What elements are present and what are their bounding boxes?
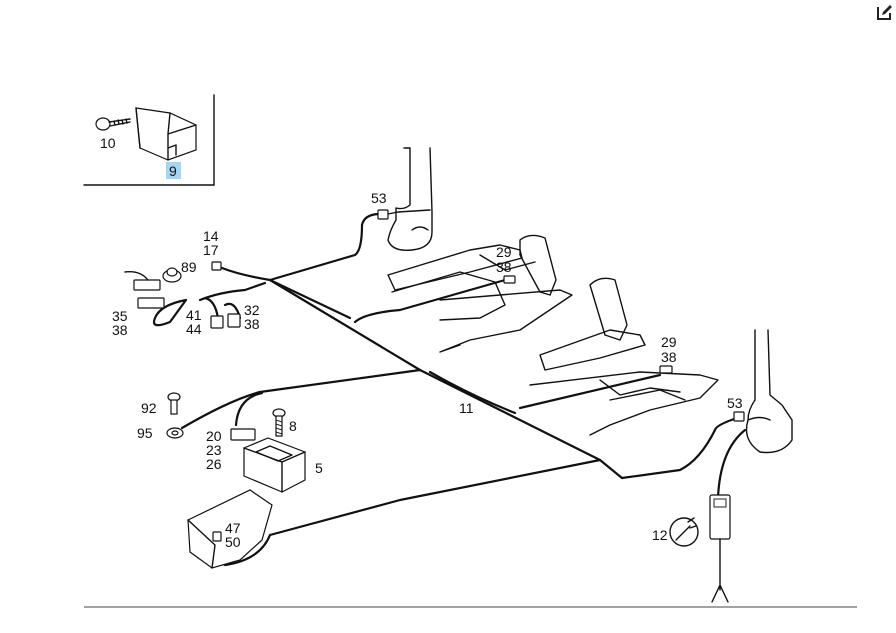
edit-icon[interactable] <box>876 3 894 21</box>
callout-5[interactable]: 5 <box>315 460 323 476</box>
callout-23[interactable]: 23 <box>206 442 222 458</box>
washer-part-95[interactable] <box>166 427 184 439</box>
callout-29-lower[interactable]: 29 <box>661 334 677 350</box>
seat-belt-assembly-upper <box>387 147 573 353</box>
control-unit-part-9[interactable] <box>135 107 197 161</box>
callout-29-upper[interactable]: 29 <box>496 244 512 260</box>
callout-95[interactable]: 95 <box>137 425 153 441</box>
callout-47[interactable]: 47 <box>225 520 241 536</box>
callout-44[interactable]: 44 <box>186 321 202 337</box>
cover-part-47-50[interactable] <box>187 489 273 569</box>
seat-belt-assembly-lower <box>529 277 719 436</box>
callout-41[interactable]: 41 <box>186 307 202 323</box>
nut-part-89[interactable] <box>162 267 182 283</box>
callout-38-lower[interactable]: 38 <box>661 349 677 365</box>
control-module-part-5[interactable] <box>243 437 306 493</box>
sensor-part-14-17[interactable] <box>211 261 222 271</box>
connector-part-29-38-lower[interactable] <box>659 365 673 374</box>
callout-89[interactable]: 89 <box>181 259 197 275</box>
callout-38-left[interactable]: 38 <box>112 322 128 338</box>
bolt-part-92[interactable] <box>167 392 181 415</box>
callout-12[interactable]: 12 <box>652 527 668 543</box>
callout-92[interactable]: 92 <box>141 400 157 416</box>
connector-part-53-right[interactable] <box>733 411 745 422</box>
callout-53-top[interactable]: 53 <box>371 190 387 206</box>
seat-belt-retractor-right <box>745 329 793 454</box>
callout-35[interactable]: 35 <box>112 308 128 324</box>
connector-part-29-38-upper[interactable] <box>503 275 516 284</box>
connector-part-41-44[interactable] <box>210 315 224 329</box>
callout-9[interactable]: 9 <box>169 163 177 179</box>
callout-11[interactable]: 11 <box>459 400 474 416</box>
detail-inset <box>83 94 215 186</box>
callout-53-right[interactable]: 53 <box>727 395 743 411</box>
callout-20[interactable]: 20 <box>206 428 222 444</box>
callout-38-upper[interactable]: 38 <box>496 259 512 275</box>
callout-26[interactable]: 26 <box>206 456 222 472</box>
wrench-icon <box>669 517 699 547</box>
bolt-part-8[interactable] <box>272 408 286 437</box>
callout-17[interactable]: 17 <box>203 242 219 258</box>
callout-8[interactable]: 8 <box>289 418 297 434</box>
selected-callout-highlight <box>166 162 181 179</box>
callout-labels: 10 9 53 14 17 89 29 38 35 38 41 44 32 38… <box>100 135 743 550</box>
connector-part-53-top[interactable] <box>377 209 399 220</box>
diagnostic-connector-part-12[interactable] <box>709 494 731 603</box>
wiring-harness-11[interactable] <box>152 212 747 567</box>
callout-38-mid[interactable]: 38 <box>244 316 260 332</box>
callout-50[interactable]: 50 <box>225 534 241 550</box>
callout-14[interactable]: 14 <box>203 228 219 244</box>
connector-part-32-38[interactable] <box>227 313 241 328</box>
connector-part-35-38[interactable] <box>124 270 165 309</box>
callout-10[interactable]: 10 <box>100 135 116 151</box>
connector-part-20-23-26[interactable] <box>230 428 256 441</box>
callout-32[interactable]: 32 <box>244 302 260 318</box>
screw-part-10[interactable] <box>95 117 131 131</box>
